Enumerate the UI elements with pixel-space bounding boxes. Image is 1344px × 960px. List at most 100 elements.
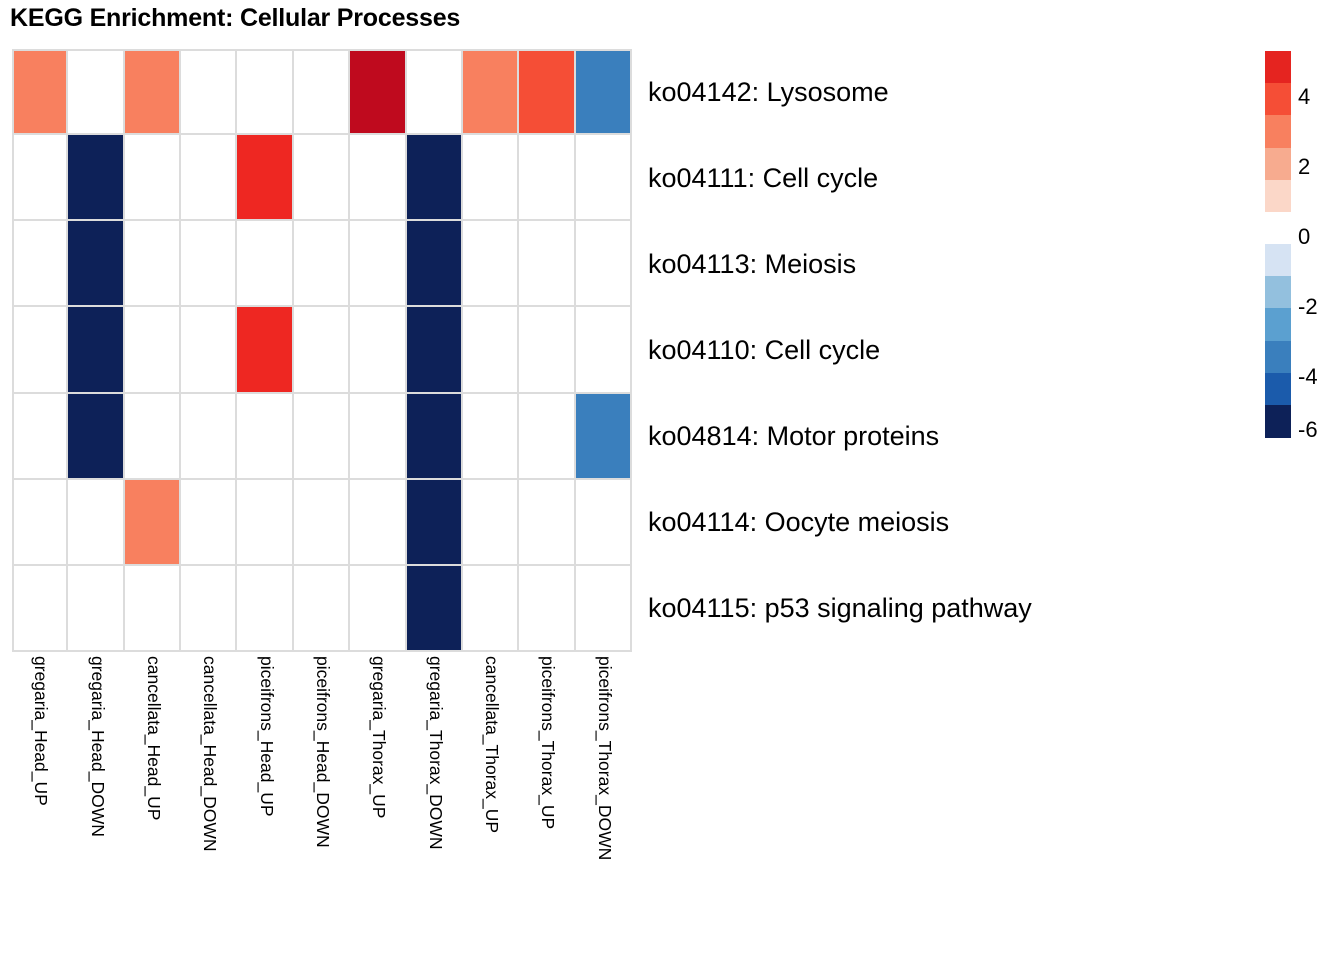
- colorbar-block: [1265, 115, 1291, 149]
- column-label: piceifrons_Head_DOWN: [312, 656, 333, 848]
- column-label: piceifrons_Head_UP: [256, 656, 277, 817]
- column-label: gregaria_Head_DOWN: [87, 656, 108, 837]
- heatmap-cell: [237, 49, 294, 136]
- column-label-slot: piceifrons_Head_DOWN: [294, 656, 350, 956]
- colorbar-tick-label: 4: [1298, 84, 1311, 109]
- heatmap-cell: [575, 49, 632, 136]
- heatmap-cell: [350, 393, 407, 480]
- colorbar-tick-label: -2: [1298, 294, 1318, 319]
- heatmap-cell: [68, 49, 125, 136]
- heatmap-cell: [462, 307, 520, 394]
- heatmap-cell: [12, 479, 69, 566]
- colorbar-tick-label: 0: [1298, 224, 1311, 249]
- column-label: piceifrons_Thorax_UP: [538, 656, 559, 830]
- heatmap-cell: [68, 565, 125, 652]
- heatmap-cell: [519, 565, 576, 652]
- heatmap-cell: [124, 221, 182, 308]
- heatmap-cell: [462, 565, 520, 652]
- heatmap-grid-container: [12, 49, 632, 652]
- heatmap-cell: [12, 565, 69, 652]
- heatmap-cell: [406, 221, 463, 308]
- heatmap-cell: [68, 479, 125, 566]
- heatmap-cell: [350, 135, 407, 222]
- heatmap-cell: [293, 307, 351, 394]
- page-title: KEGG Enrichment: Cellular Processes: [10, 4, 461, 32]
- row-label: ko04114: Oocyte meiosis: [648, 507, 950, 538]
- column-label-slot: cancellata_Thorax_UP: [463, 656, 519, 956]
- heatmap-cell: [12, 49, 69, 136]
- heatmap-cell: [12, 135, 69, 222]
- heatmap-cell: [406, 565, 463, 652]
- colorbar-block: [1265, 372, 1291, 406]
- heatmap-cell: [237, 479, 294, 566]
- heatmap-cell: [519, 49, 576, 136]
- heatmap-cell: [462, 221, 520, 308]
- heatmap-cell: [406, 307, 463, 394]
- heatmap-cell: [575, 135, 632, 222]
- heatmap-cell: [293, 565, 351, 652]
- column-label: gregaria_Thorax_UP: [369, 656, 390, 819]
- column-label-list: gregaria_Head_UP gregaria_Head_DOWN cancel…: [12, 656, 632, 956]
- column-label: cancellata_Head_UP: [143, 656, 164, 821]
- heatmap-cell: [124, 307, 182, 394]
- row-label: ko04115: p53 signaling pathway: [648, 593, 1032, 624]
- heatmap-cell: [181, 565, 238, 652]
- colorbar-tick-label: -4: [1298, 364, 1318, 389]
- heatmap-cell: [124, 393, 182, 480]
- column-label-slot: gregaria_Thorax_UP: [350, 656, 406, 956]
- heatmap-cell: [68, 135, 125, 222]
- heatmap-cell: [124, 135, 182, 222]
- heatmap-cell: [12, 221, 69, 308]
- heatmap-cell: [68, 307, 125, 394]
- heatmap-cell: [293, 393, 351, 480]
- heatmap-cell: [519, 221, 576, 308]
- heatmap-cell: [12, 393, 69, 480]
- heatmap-cell: [350, 479, 407, 566]
- heatmap-cell: [575, 393, 632, 480]
- column-label-slot: cancellata_Head_DOWN: [181, 656, 237, 956]
- heatmap-cell: [181, 221, 238, 308]
- heatmap-cell: [406, 135, 463, 222]
- colorbar-gradient: [1265, 51, 1291, 438]
- colorbar-block: [1265, 340, 1291, 374]
- heatmap-cell: [519, 393, 576, 480]
- heatmap-cell: [350, 49, 407, 136]
- column-label-slot: gregaria_Head_UP: [12, 656, 68, 956]
- heatmap-cell: [519, 479, 576, 566]
- colorbar-block: [1265, 404, 1291, 438]
- colorbar-tick-label: -6: [1298, 417, 1318, 442]
- heatmap-cell: [237, 565, 294, 652]
- row-label: ko04142: Lysosome: [648, 76, 889, 107]
- heatmap-cell: [237, 221, 294, 308]
- heatmap-cell: [406, 393, 463, 480]
- heatmap-cell: [406, 479, 463, 566]
- colorbar-block: [1265, 51, 1291, 84]
- heatmap-cell: [124, 49, 182, 136]
- column-label: cancellata_Head_DOWN: [200, 656, 221, 852]
- column-label-slot: piceifrons_Thorax_UP: [519, 656, 575, 956]
- heatmap-cell: [350, 307, 407, 394]
- heatmap-cell: [12, 307, 69, 394]
- heatmap-grid: [12, 49, 632, 652]
- row-label: ko04111: Cell cycle: [648, 162, 879, 193]
- heatmap-cell: [293, 221, 351, 308]
- column-label-slot: piceifrons_Thorax_DOWN: [576, 656, 632, 956]
- heatmap-cell: [181, 479, 238, 566]
- heatmap-cell: [181, 49, 238, 136]
- heatmap-cell: [575, 307, 632, 394]
- heatmap-cell: [237, 393, 294, 480]
- heatmap-cell: [462, 135, 520, 222]
- heatmap-cell: [350, 565, 407, 652]
- column-label: piceifrons_Thorax_DOWN: [594, 656, 615, 861]
- heatmap-cell: [181, 393, 238, 480]
- colorbar-block: [1265, 244, 1291, 277]
- heatmap-cell: [237, 307, 294, 394]
- colorbar-block: [1265, 83, 1291, 116]
- heatmap-cell: [293, 49, 351, 136]
- heatmap-cell: [462, 479, 520, 566]
- colorbar-block: [1265, 147, 1291, 181]
- heatmap-cell: [575, 221, 632, 308]
- heatmap-cell: [293, 479, 351, 566]
- column-label: cancellata_Thorax_UP: [481, 656, 502, 834]
- colorbar-block: [1265, 211, 1291, 245]
